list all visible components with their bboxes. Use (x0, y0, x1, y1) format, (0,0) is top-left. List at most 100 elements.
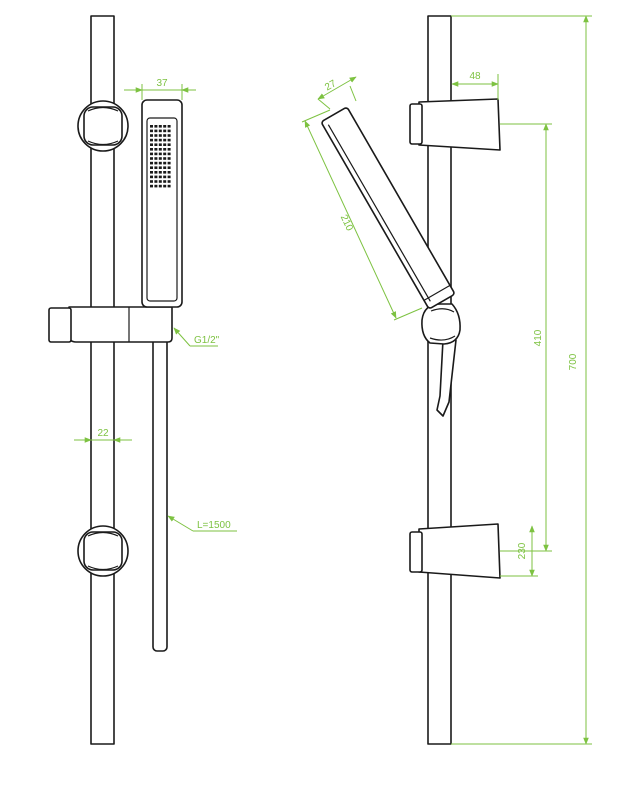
nozzle (150, 171, 153, 174)
nozzle (150, 166, 153, 169)
nozzle (154, 143, 158, 146)
nozzle (167, 175, 171, 179)
nozzle (150, 152, 153, 156)
nozzle (167, 184, 171, 188)
nozzle (158, 138, 162, 142)
front-view: 37 22 G1/2" L=1500 (48, 15, 237, 745)
dimension-bracket-spacing: 410 (500, 123, 552, 552)
nozzle (154, 175, 158, 179)
nozzle (158, 175, 162, 179)
nozzle (158, 134, 162, 137)
nozzle (163, 138, 167, 142)
nozzle (154, 152, 158, 156)
nozzle (167, 161, 171, 165)
nozzle (167, 148, 171, 151)
label-head-length: 210 (338, 213, 355, 233)
nozzle (150, 143, 153, 146)
nozzle (154, 125, 158, 128)
nozzle (167, 157, 171, 160)
nozzle (150, 161, 153, 165)
nozzle (158, 152, 162, 156)
nozzle (167, 143, 171, 146)
nozzle (154, 148, 158, 151)
front-hand-shower (141, 99, 183, 308)
nozzle (158, 125, 162, 128)
nozzle (154, 157, 158, 160)
dimension-head-width: 37 (124, 78, 196, 100)
side-top-holder (409, 98, 501, 151)
nozzle (167, 134, 171, 137)
nozzle (158, 171, 162, 174)
side-swivel-holder (421, 303, 461, 417)
dimension-head-depth: 27 (317, 76, 357, 110)
nozzle (163, 175, 167, 179)
nozzle (154, 134, 158, 137)
nozzle (158, 180, 162, 183)
side-view: 27 210 48 410 700 (301, 15, 592, 745)
nozzle (167, 180, 171, 183)
nozzle (158, 184, 162, 188)
nozzle (163, 184, 167, 188)
dimension-rail-diameter: 22 (74, 428, 132, 443)
label-bracket-offset: 230 (517, 542, 528, 559)
nozzle (150, 157, 153, 160)
side-bottom-holder (409, 523, 501, 579)
nozzle (167, 125, 171, 128)
nozzle (163, 180, 167, 183)
front-bottom-bracket (77, 525, 129, 577)
front-slider-connector (48, 306, 173, 343)
nozzle (150, 138, 153, 142)
nozzle (150, 180, 153, 183)
nozzle (158, 143, 162, 146)
nozzle (150, 148, 153, 151)
nozzle (163, 157, 167, 160)
nozzle (163, 152, 167, 156)
front-nozzle-grid (150, 125, 171, 188)
nozzle (163, 166, 167, 169)
nozzle (163, 125, 167, 128)
nozzle (163, 161, 167, 165)
leader-connector-thread: G1/2" (173, 327, 220, 347)
dimension-holder-projection: 48 (451, 71, 499, 100)
nozzle (154, 180, 158, 183)
nozzle (154, 129, 158, 133)
nozzle (167, 171, 171, 174)
leader-hose-length: L=1500 (167, 515, 237, 532)
label-rail-length: 700 (568, 353, 579, 370)
nozzle (163, 143, 167, 146)
nozzle (163, 134, 167, 137)
label-bracket-spacing: 410 (533, 329, 544, 346)
nozzle (150, 129, 153, 133)
nozzle (154, 161, 158, 165)
nozzle (158, 157, 162, 160)
nozzle (154, 171, 158, 174)
label-head-width: 37 (156, 78, 168, 89)
nozzle (150, 175, 153, 179)
label-rail-diameter: 22 (97, 428, 109, 439)
nozzle (154, 166, 158, 169)
nozzle (150, 125, 153, 128)
nozzle (163, 171, 167, 174)
nozzle (163, 129, 167, 133)
nozzle (158, 129, 162, 133)
nozzle (167, 138, 171, 142)
nozzle (154, 184, 158, 188)
nozzle (167, 152, 171, 156)
label-hose-length: L=1500 (197, 520, 231, 531)
nozzle (158, 148, 162, 151)
nozzle (158, 161, 162, 165)
nozzle (150, 184, 153, 188)
front-top-bracket (77, 100, 129, 152)
dimension-bracket-offset: 230 (500, 525, 538, 577)
nozzle (167, 129, 171, 133)
nozzle (150, 134, 153, 137)
nozzle (158, 166, 162, 169)
dimension-rail-length: 700 (451, 15, 592, 745)
nozzle (154, 138, 158, 142)
front-hose (152, 337, 168, 652)
label-holder-projection: 48 (469, 71, 481, 82)
label-head-depth: 27 (323, 78, 339, 93)
nozzle (167, 166, 171, 169)
nozzle (163, 148, 167, 151)
